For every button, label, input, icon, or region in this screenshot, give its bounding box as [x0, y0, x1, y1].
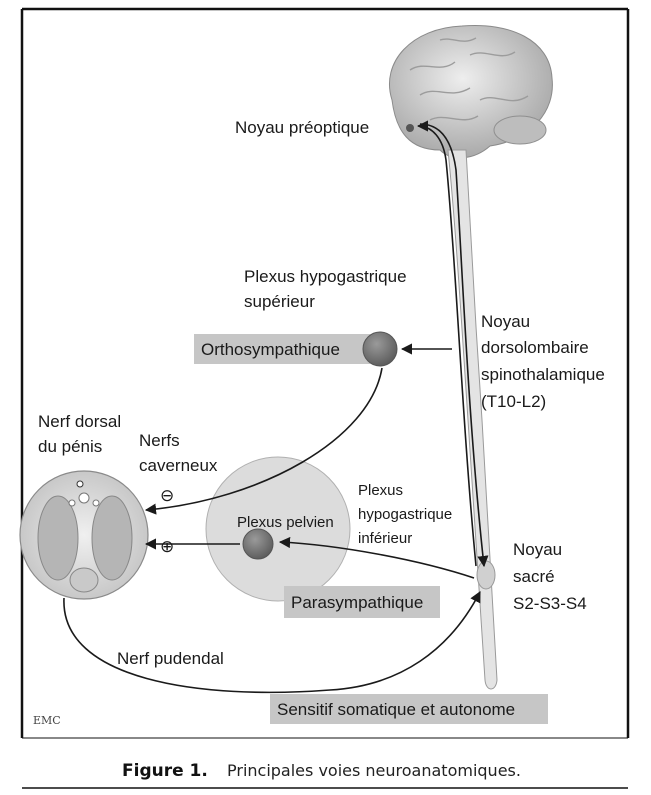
brain-image — [389, 25, 552, 157]
excitatory-sign: ⊕ — [160, 537, 174, 556]
nerf-pudendal-label: Nerf pudendal — [117, 649, 224, 668]
noyau-sacre-line1: Noyau — [513, 540, 562, 559]
noyau-dorsolombaire-line1: Noyau — [481, 312, 530, 331]
noyau-sacre-line3: S2-S3-S4 — [513, 594, 587, 613]
nerfs-caverneux-line2: caverneux — [139, 456, 218, 475]
emc-logo: EMC — [33, 714, 61, 727]
sacral-node — [477, 561, 495, 589]
plexus-hypogastrique-inferieur-line1: Plexus — [358, 482, 403, 499]
hypogastric-superior-node — [363, 332, 397, 366]
caption-number: Figure 1. — [122, 761, 208, 781]
plexus-hypogastrique-inferieur-line3: inférieur — [358, 530, 412, 547]
nerf-dorsal-line1: Nerf dorsal — [38, 412, 121, 431]
preoptic-node — [406, 124, 414, 132]
noyau-dorsolombaire-line4: (T10-L2) — [481, 392, 546, 411]
plexus-hypogastrique-superieur-line1: Plexus hypogastrique — [244, 267, 407, 286]
noyau-preoptique-label: Noyau préoptique — [235, 118, 369, 137]
noyau-dorsolombaire-line3: spinothalamique — [481, 365, 605, 384]
parasympathique-label: Parasympathique — [291, 593, 423, 612]
orthosympathique-label: Orthosympathique — [201, 340, 340, 359]
nerfs-caverneux-line1: Nerfs — [139, 431, 180, 450]
noyau-dorsolombaire-line2: dorsolombaire — [481, 338, 589, 357]
inhibitory-sign: ⊖ — [160, 486, 174, 505]
plexus-pelvien-label: Plexus pelvien — [237, 514, 334, 531]
noyau-sacre-line2: sacré — [513, 567, 555, 586]
sensitif-label: Sensitif somatique et autonome — [277, 700, 515, 719]
plexus-hypogastrique-superieur-line2: supérieur — [244, 292, 315, 311]
pelvic-plexus-node — [243, 529, 273, 559]
nerf-dorsal-line2: du pénis — [38, 437, 102, 456]
penis-cross-section — [20, 471, 148, 599]
dorsal-nerve-dot — [77, 481, 83, 487]
caption-text: Principales voies neuroanatomiques. — [227, 761, 521, 780]
plexus-hypogastrique-inferieur-line2: hypogastrique — [358, 506, 452, 523]
